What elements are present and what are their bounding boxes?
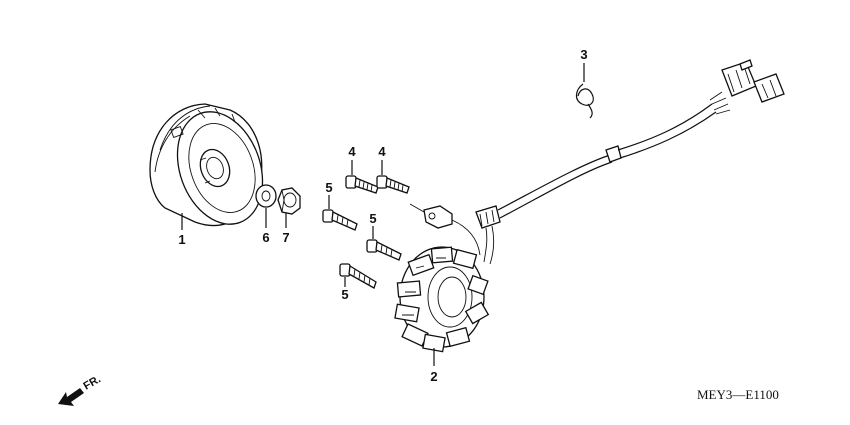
drawing-code: MEY3—E1100	[697, 387, 779, 402]
flywheel	[149, 103, 264, 227]
front-direction-arrow: FR.	[58, 373, 103, 406]
callout-5b: 5	[369, 211, 376, 226]
callout-2: 2	[430, 369, 437, 384]
bolt-upper-left	[345, 175, 379, 194]
direction-label: FR.	[82, 373, 103, 392]
callout-7: 7	[282, 230, 289, 245]
callout-4b: 4	[378, 144, 386, 159]
stator	[394, 246, 490, 353]
bolt-a	[322, 209, 358, 231]
callout-4a: 4	[348, 144, 356, 159]
bolt-c	[339, 263, 377, 289]
washer	[255, 184, 277, 208]
clip	[575, 83, 594, 119]
callout-1: 1	[178, 232, 185, 247]
bolt-upper-right	[376, 175, 410, 194]
callout-6: 6	[262, 230, 269, 245]
connector-6pin	[721, 59, 757, 97]
pulse-sensor	[409, 203, 481, 256]
nut	[277, 187, 301, 215]
connector-2pin	[753, 73, 785, 103]
callout-5a: 5	[325, 180, 332, 195]
wire-harness	[475, 91, 731, 265]
bolt-b	[366, 239, 402, 261]
callout-5c: 5	[341, 287, 348, 302]
callout-3: 3	[580, 47, 587, 62]
